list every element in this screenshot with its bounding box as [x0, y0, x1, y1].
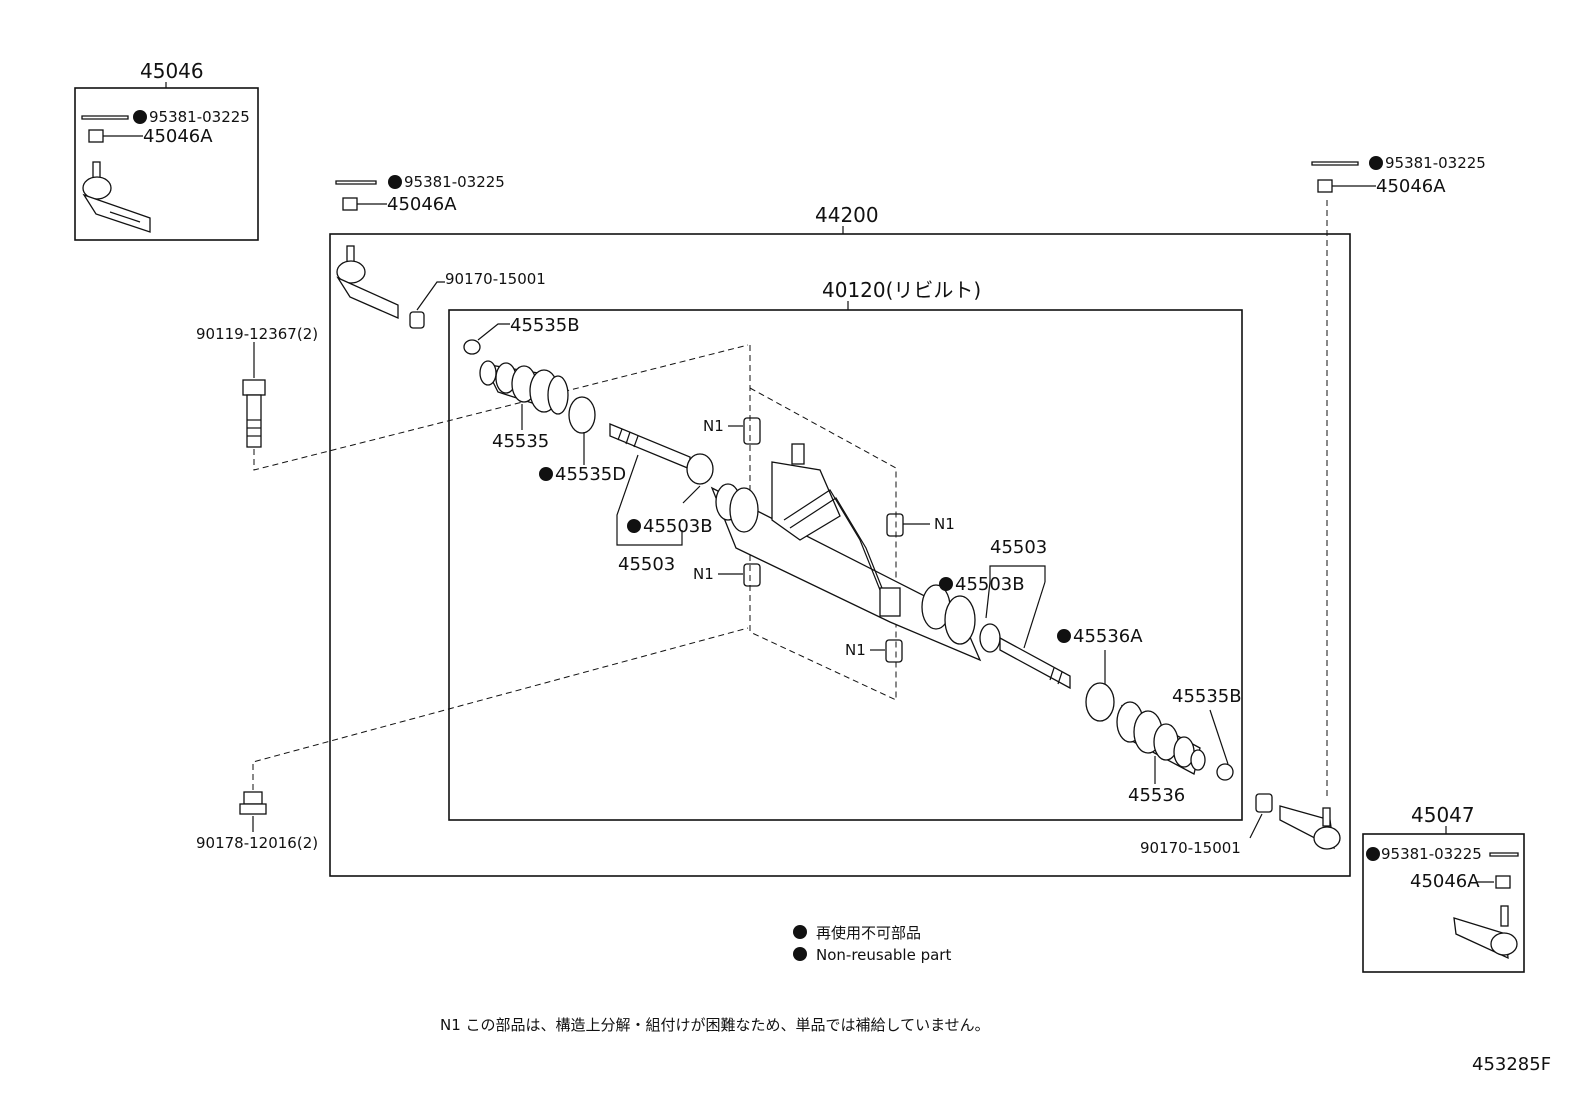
n1-bushing-icon	[886, 513, 904, 537]
box-45046: 45046 95381-03225 45046A	[74, 59, 259, 241]
label-nut-box-left: 45046A	[143, 126, 213, 147]
label-lock-nut-right: 90170-15001	[1140, 839, 1241, 857]
legend-ja: 再使用不可部品	[816, 924, 921, 942]
bolt-icon	[242, 379, 266, 448]
non-reusable-dot-icon	[1057, 629, 1071, 643]
label-rack-end-left: 45503	[618, 554, 675, 575]
legend: 再使用不可部品 Non-reusable part	[793, 924, 951, 964]
castle-nut-icon	[1495, 875, 1511, 889]
non-reusable-dot-icon	[627, 519, 641, 533]
cotter-pin-icon	[81, 115, 129, 120]
label-cotter-pin-box-left: 95381-03225	[149, 108, 250, 126]
tie-rod-end-icon	[1453, 905, 1518, 960]
lock-nut-icon	[409, 311, 425, 329]
box-label-45046: 45046	[140, 59, 204, 83]
label-bolt: 90119-12367(2)	[196, 325, 318, 343]
castle-nut-icon	[88, 129, 104, 143]
box-label-40120: 40120(リビルト)	[822, 278, 981, 302]
label-n1-c: N1	[693, 565, 714, 583]
tie-rod-end-icon	[1279, 805, 1341, 850]
box-label-45047: 45047	[1411, 803, 1475, 827]
bellows-boot-icon	[479, 360, 569, 415]
box-40120: 40120(リビルト) 45535B 45535 45535D	[448, 278, 1243, 821]
label-clamp-left: 45535B	[510, 315, 580, 336]
legend-en: Non-reusable part	[816, 946, 951, 964]
box-label-44200: 44200	[815, 203, 879, 227]
label-boot-right: 45536	[1128, 785, 1185, 806]
lock-nut-icon	[1255, 793, 1273, 813]
tie-rod-end-icon	[336, 245, 399, 319]
n1-part-a: N1	[703, 417, 761, 445]
non-reusable-dot-icon	[793, 947, 807, 961]
non-reusable-dot-icon	[939, 577, 953, 591]
non-reusable-dot-icon	[539, 467, 553, 481]
castle-nut-icon	[1317, 179, 1333, 193]
clip-ring-icon	[568, 396, 596, 434]
left-outer-parts: 95381-03225 45046A 90170-15001 90119-123…	[196, 173, 749, 852]
label-nut-box-right: 45046A	[1410, 871, 1480, 892]
rack-end-icon	[609, 423, 714, 485]
non-reusable-dot-icon	[1369, 156, 1383, 170]
non-reusable-dot-icon	[1366, 847, 1380, 861]
label-n1-b: N1	[934, 515, 955, 533]
n1-bushing-icon	[743, 417, 761, 445]
non-reusable-dot-icon	[793, 925, 807, 939]
right-outer-parts: 95381-03225 45046A 90170-15001	[1140, 154, 1486, 857]
cotter-pin-icon	[1489, 852, 1519, 857]
label-nut-right: 45046A	[1376, 176, 1446, 197]
label-claw-washer-left: 45503B	[643, 516, 713, 537]
rack-end-icon	[999, 636, 1071, 690]
label-nut-left: 45046A	[387, 194, 457, 215]
steering-gear-housing-icon	[710, 443, 1001, 662]
tie-rod-end-icon	[82, 161, 151, 233]
flange-nut-icon	[239, 791, 267, 815]
cotter-pin-icon	[1311, 161, 1359, 166]
label-claw-washer-right: 45503B	[955, 574, 1025, 595]
label-n1-a: N1	[703, 417, 724, 435]
footnote-n1: N1 この部品は、構造上分解・組付けが困難なため、単品では補給していません。	[440, 1016, 990, 1034]
label-cotter-pin-left: 95381-03225	[404, 173, 505, 191]
n1-part-b: N1	[886, 513, 955, 537]
label-clamp-right: 45535B	[1172, 686, 1242, 707]
label-nut-bottom: 90178-12016(2)	[196, 834, 318, 852]
clip-ring-icon	[1085, 682, 1115, 722]
cotter-pin-icon	[335, 180, 377, 185]
label-clip-right: 45536A	[1073, 626, 1143, 647]
n1-bushing-icon	[743, 563, 761, 587]
castle-nut-icon	[342, 197, 358, 211]
boot-clamp-icon	[463, 339, 481, 355]
n1-bushing-icon	[885, 639, 903, 663]
box-45047: 45047 95381-03225 45046A	[1362, 803, 1525, 973]
boot-clamp-icon	[1216, 763, 1234, 781]
n1-part-d: N1	[845, 639, 903, 663]
box-44200: 44200	[329, 203, 1351, 877]
bellows-boot-icon	[1116, 701, 1206, 775]
label-rack-end-right: 45503	[990, 537, 1047, 558]
label-boot-left: 45535	[492, 431, 549, 452]
label-cotter-pin-right: 95381-03225	[1385, 154, 1486, 172]
non-reusable-dot-icon	[133, 110, 147, 124]
label-n1-d: N1	[845, 641, 866, 659]
label-lock-nut-left: 90170-15001	[445, 270, 546, 288]
non-reusable-dot-icon	[388, 175, 402, 189]
diagram-id: 453285F	[1472, 1054, 1551, 1075]
label-cotter-pin-box-right: 95381-03225	[1381, 845, 1482, 863]
n1-part-c: N1	[693, 563, 761, 587]
label-clip-left: 45535D	[555, 464, 626, 485]
